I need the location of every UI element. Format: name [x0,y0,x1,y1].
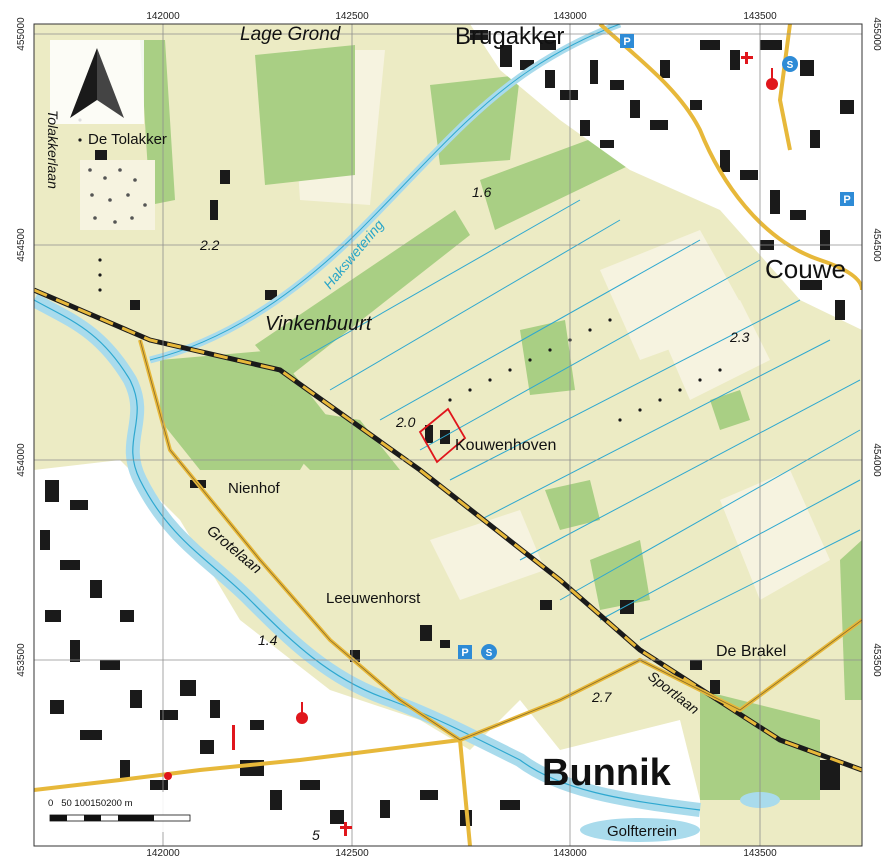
label-vinkenbuurt: Vinkenbuurt [265,313,373,335]
map-area: P P P S S [33,23,863,847]
coordinate-grid [34,24,862,846]
site-highlight [418,407,467,464]
y-tick-labels-right: 455000 454500 454000 453500 [871,17,882,677]
y-tick-right: 454500 [871,228,882,262]
svg-text:P: P [623,36,630,48]
x-tick-top: 143500 [743,11,777,22]
church-icon [164,52,778,836]
y-tick-left: 454000 [16,443,27,477]
north-arrow-icon [50,40,144,124]
elevation-label: 1.6 [472,184,492,200]
parking-icon-south: P [458,645,472,659]
x-tick-bottom: 143500 [743,848,777,857]
station-icon-south: S [481,644,497,660]
label-couwe: Couwe [765,254,846,284]
elevation-label: 5 [312,827,320,843]
elevation-label: 1.4 [258,632,278,648]
label-brugakker: Brugakker [455,23,564,50]
elevation-label: 2.7 [591,689,613,705]
x-tick-top: 142000 [146,11,180,22]
x-tick-labels-bottom: 142000 142500 143000 143500 [146,848,777,857]
y-tick-left: 453500 [16,643,27,677]
label-golfterrein: Golfterrein [607,823,677,840]
elevation-label: 2.2 [199,237,220,253]
label-kouwenhoven: Kouwenhoven [455,437,556,454]
label-bunnik: Bunnik [542,752,672,794]
y-tick-labels-left: 455000 454500 454000 453500 [16,17,27,677]
svg-text:P: P [843,194,850,206]
y-tick-right: 455000 [871,17,882,51]
x-tick-top: 143000 [553,11,587,22]
scale-bar-label: 0 50 100150200 m [48,798,133,809]
svg-text:S: S [787,60,794,71]
ditches [299,199,861,641]
svg-text:S: S [486,648,493,659]
station-icon: S [782,56,798,72]
buildings-north-east [470,30,854,320]
label-tolakkerlaan: Tolakkerlaan [45,110,61,189]
x-tick-bottom: 143000 [553,848,587,857]
y-tick-left: 455000 [16,17,27,51]
y-tick-right: 453500 [871,643,882,677]
label-nienhof: Nienhof [228,480,281,497]
orchard-symbols [88,168,147,224]
x-tick-top: 142500 [335,11,369,22]
parking-icon: P [620,34,634,48]
svg-text:P: P [461,647,468,659]
x-tick-labels-top: 142000 142500 143000 143500 [146,11,777,22]
x-tick-bottom: 142000 [146,848,180,857]
y-tick-right: 454000 [871,443,882,477]
label-lage-grond: Lage Grond [240,24,342,45]
label-de-tolakker: De Tolakker [88,131,167,148]
parking-icon-east: P [840,192,854,206]
elevation-labels: 1.6 2.2 2.3 2.0 1.4 2.7 5 [199,184,750,843]
label-de-brakel: De Brakel [716,643,786,660]
x-tick-bottom: 142500 [335,848,369,857]
label-leeuwenhorst: Leeuwenhorst [326,590,421,607]
scale-bar: 0 50 100150200 m [42,792,191,832]
elevation-label: 2.0 [395,414,416,430]
tree-rows [78,98,722,422]
y-tick-left: 454500 [16,228,27,262]
elevation-label: 2.3 [729,329,750,345]
